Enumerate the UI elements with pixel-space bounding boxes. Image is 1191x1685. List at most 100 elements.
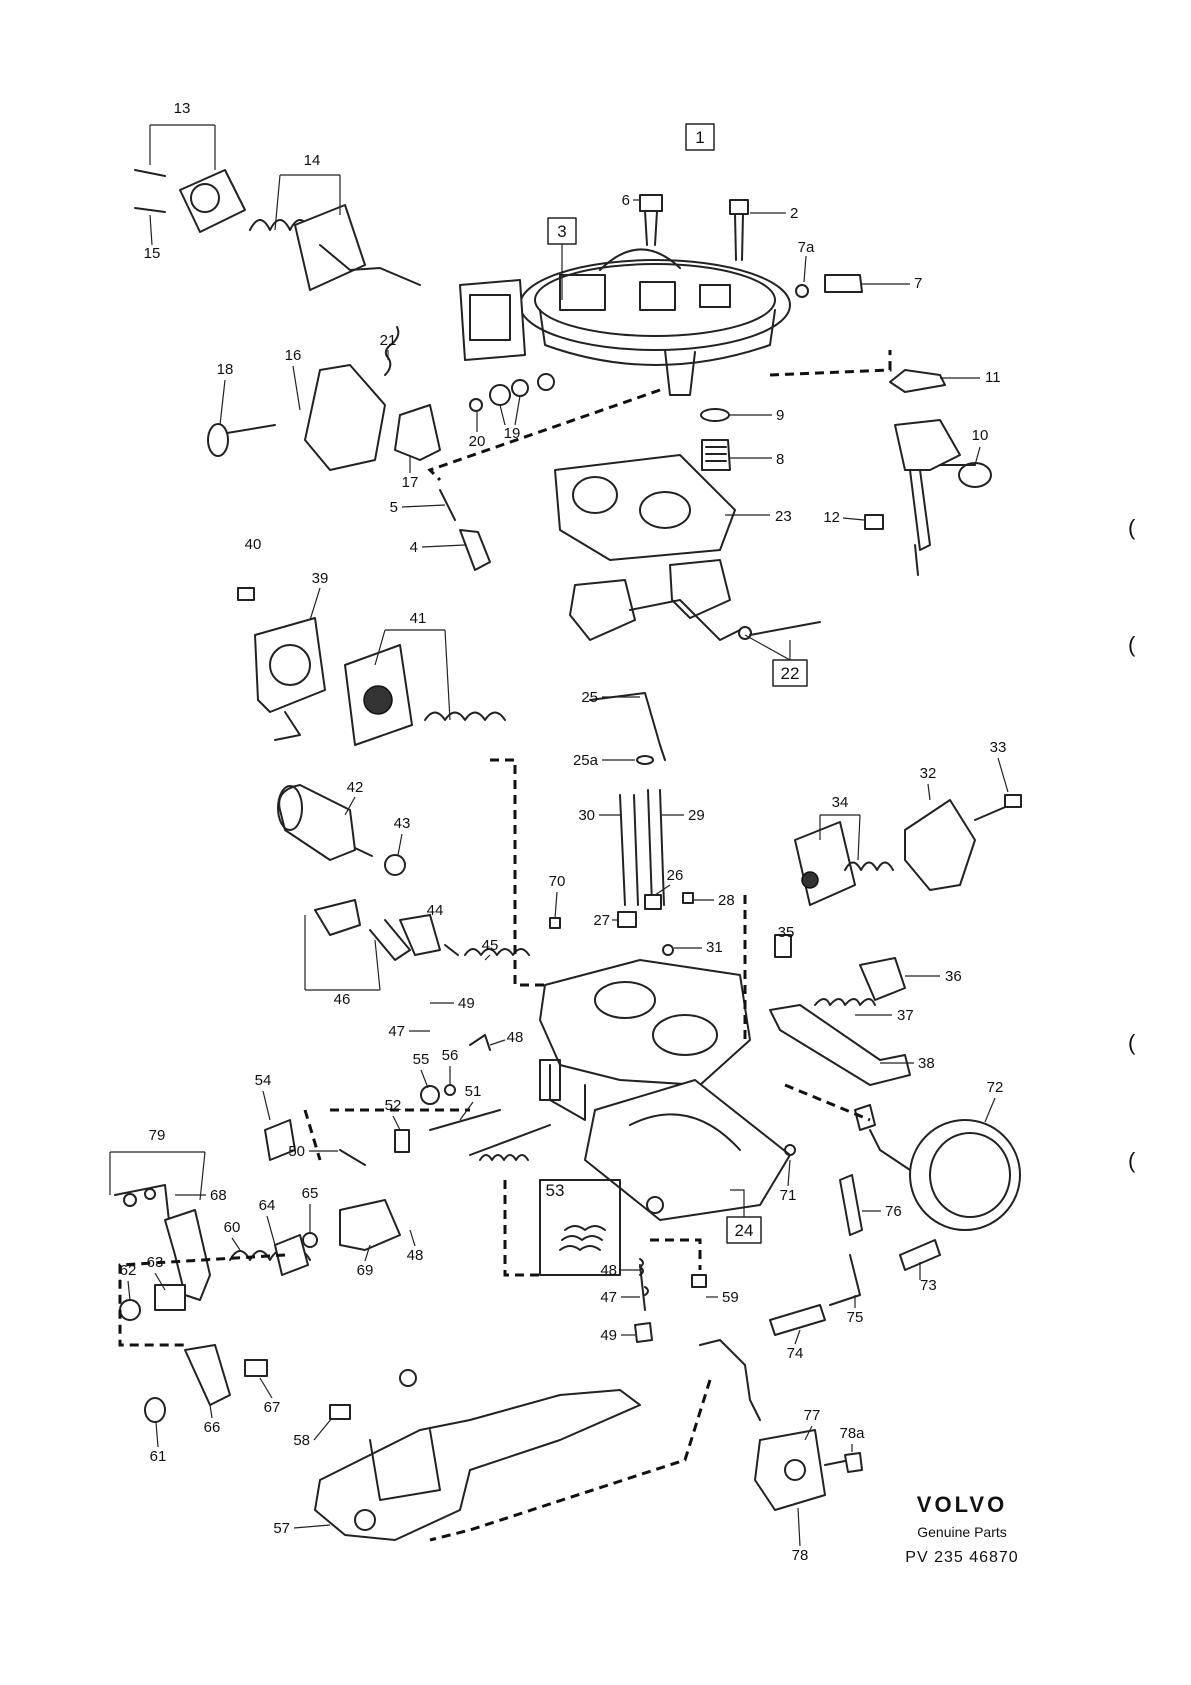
choke-lever-group [207, 326, 555, 471]
callout: 13 [174, 100, 191, 117]
callout: 57 [273, 1520, 290, 1537]
svg-text:(: ( [1128, 1030, 1136, 1055]
left-group-60-69 [114, 1184, 401, 1423]
callout: 5 [390, 499, 398, 516]
svg-text:(: ( [1128, 515, 1136, 540]
edge-marks: ( ( ( ( [1128, 515, 1136, 1173]
callout: 26 [667, 867, 684, 884]
svg-text:(: ( [1128, 632, 1136, 657]
svg-text:22: 22 [781, 664, 800, 683]
spring-53 [539, 1179, 621, 1276]
callout: 61 [150, 1448, 167, 1465]
callout: 75 [847, 1309, 864, 1326]
callout: 43 [394, 815, 411, 832]
callout: 59 [722, 1289, 739, 1306]
callout: 48 [407, 1247, 424, 1264]
callout: 28 [718, 892, 735, 909]
brand-subtitle: Genuine Parts [917, 1524, 1007, 1540]
callout: 19 [504, 425, 521, 442]
callout: 45 [482, 937, 499, 954]
callout: 47 [600, 1289, 617, 1306]
right-levers-35-38 [769, 934, 911, 1086]
callout: 78 [792, 1547, 809, 1564]
boxed-label-24: 24 [726, 1189, 762, 1244]
callout: 34 [832, 794, 849, 811]
callout: 32 [920, 765, 937, 782]
brand-block: VOLVO Genuine Parts PV 235 46870 [905, 1492, 1018, 1566]
jet-group [700, 408, 731, 471]
callout: 16 [285, 347, 302, 364]
callout: 8 [776, 451, 784, 468]
callout: 37 [897, 1007, 914, 1024]
callout: 73 [920, 1277, 937, 1294]
throttle-base-plate [584, 1079, 796, 1221]
callout: 15 [144, 245, 161, 262]
brand-code: PV 235 46870 [905, 1549, 1018, 1566]
callout: 7 [914, 275, 922, 292]
callout: 36 [945, 968, 962, 985]
diaphragm-right-group [794, 794, 1022, 906]
linkage-50-56 [264, 1034, 551, 1166]
callout: 40 [245, 536, 262, 553]
float-group [569, 559, 821, 641]
callout: 79 [149, 1127, 166, 1144]
callout: 23 [775, 508, 792, 525]
callout: 39 [312, 570, 329, 587]
dashed-assembly-lines [118, 350, 892, 1542]
callout-labels: 13 14 15 6 2 7a 7 11 9 10 8 21 18 16 20 … [109, 100, 1009, 1564]
callout: 42 [347, 779, 364, 796]
callout: 25a [573, 752, 599, 769]
svg-text:53: 53 [546, 1181, 565, 1200]
actuator-77-78 [699, 1339, 863, 1511]
svg-text:1: 1 [695, 128, 704, 147]
callout: 7a [798, 239, 815, 256]
callout: 50 [288, 1143, 305, 1160]
callout: 69 [357, 1262, 374, 1279]
callout: 68 [210, 1187, 227, 1204]
gasket [554, 454, 736, 561]
callout: 20 [469, 433, 486, 450]
callout: 27 [593, 912, 610, 929]
callout: 65 [302, 1185, 319, 1202]
callout: 14 [304, 152, 321, 169]
callout: 29 [688, 807, 705, 824]
callout: 78a [839, 1425, 865, 1442]
vacuum-unit-72-76 [769, 1104, 1021, 1336]
callout: 76 [885, 1203, 902, 1220]
callout: 38 [918, 1055, 935, 1072]
carburetor-top-cover [459, 248, 791, 396]
callout: 2 [790, 205, 798, 222]
callout: 41 [410, 610, 427, 627]
callout: 48 [507, 1029, 524, 1046]
callout: 21 [380, 332, 397, 349]
boxed-label-22: 22 [744, 634, 808, 687]
needle-valve-group [439, 489, 491, 571]
brand-logo: VOLVO [917, 1492, 1007, 1517]
svg-text:(: ( [1128, 1148, 1136, 1173]
callout: 44 [427, 902, 444, 919]
callout: 63 [147, 1254, 164, 1271]
callout: 48 [600, 1262, 617, 1279]
boxed-label-1: 1 [685, 123, 715, 151]
callout: 35 [778, 924, 795, 941]
callout: 18 [217, 361, 234, 378]
callout: 12 [823, 509, 840, 526]
callout: 54 [255, 1072, 272, 1089]
callout: 66 [204, 1419, 221, 1436]
callout: 31 [706, 939, 723, 956]
callout: 25 [581, 689, 598, 706]
small-parts-47-49 [634, 1258, 707, 1343]
callout: 51 [465, 1083, 482, 1100]
callout: 74 [787, 1345, 804, 1362]
callout: 4 [410, 539, 418, 556]
callout: 71 [780, 1187, 797, 1204]
bottom-bracket-57 [314, 1369, 641, 1541]
svg-text:3: 3 [557, 222, 566, 241]
callout: 17 [402, 474, 419, 491]
lever-group-44-46 [314, 899, 530, 961]
callout: 33 [990, 739, 1007, 756]
callout: 10 [972, 427, 989, 444]
callout: 77 [804, 1407, 821, 1424]
callout: 70 [549, 873, 566, 890]
